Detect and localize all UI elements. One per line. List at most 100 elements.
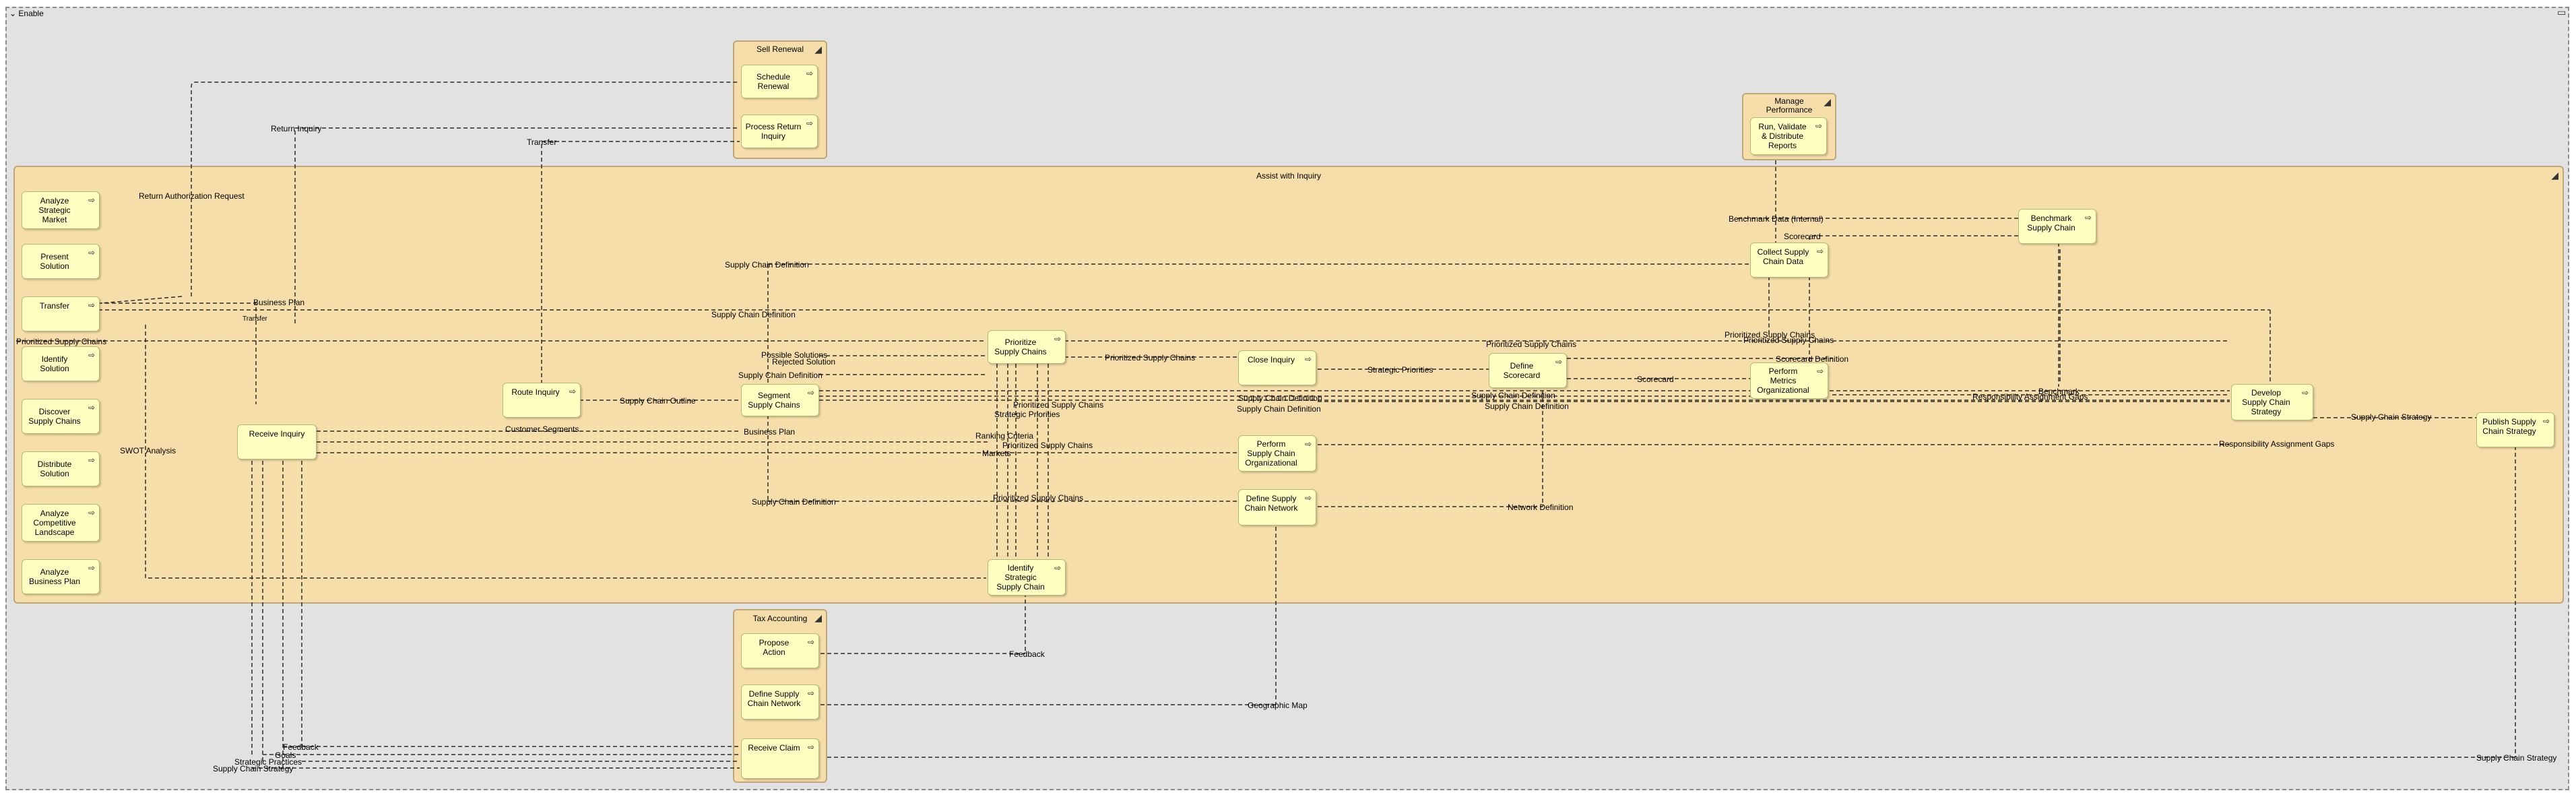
flow-label: Prioritized Supply Chains [1002, 441, 1093, 450]
flow-label: Supply Chain Definition [711, 310, 796, 319]
process-benchmark-supply-chain[interactable]: Benchmark Supply Chain ⇨ [2018, 209, 2096, 244]
process-label: Distribute Solution [37, 459, 72, 478]
process-label: Analyze Competitive Landscape [33, 509, 76, 537]
flow-label: SWOT Analysis [120, 446, 176, 455]
process-prioritize-supply-chains[interactable]: Prioritize Supply Chains ⇨ [988, 330, 1066, 364]
process-group-icon: ◢ [1824, 96, 1831, 107]
process-define-supply-chain-network[interactable]: Define Supply Chain Network ⇨ [1238, 489, 1316, 525]
process-analyze-business-plan[interactable]: Analyze Business Plan ⇨ [22, 559, 100, 594]
flow-label: Possible Solutions [761, 350, 828, 360]
flow-label: Supply Chain Definition [1471, 391, 1555, 400]
process-close-inquiry[interactable]: Close Inquiry ⇨ [1238, 350, 1316, 385]
process-perform-supply-chain-organizational[interactable]: Perform Supply Chain Organizational ⇨ [1238, 435, 1316, 472]
process-arrow-icon: ⇨ [88, 350, 95, 360]
process-arrow-icon: ⇨ [2084, 213, 2092, 222]
process-label: Discover Supply Chains [28, 407, 81, 426]
process-arrow-icon: ⇨ [88, 248, 95, 257]
folder-icon: ▭ [2557, 7, 2567, 18]
flow-label: Customer Segments [505, 424, 579, 434]
flow-label: Strategic Practices [234, 757, 302, 767]
process-arrow-icon: ⇨ [806, 69, 813, 78]
process-label: Receive Inquiry [249, 429, 305, 439]
process-label: Process Return Inquiry [745, 122, 802, 141]
process-label: Run, Validate & Distribute Reports [1758, 122, 1807, 150]
flow-label: Prioritized Supply Chains [1013, 400, 1104, 410]
process-process-return-inquiry[interactable]: Process Return Inquiry ⇨ [741, 115, 818, 148]
process-schedule-renewal[interactable]: Schedule Renewal ⇨ [741, 65, 818, 98]
flow-label: Return Authorization Request [139, 191, 245, 201]
process-perform-metrics-organizational[interactable]: Perform Metrics Organizational ⇨ [1750, 362, 1828, 399]
process-analyze-competitive-landscape[interactable]: Analyze Competitive Landscape ⇨ [22, 504, 100, 542]
flow-label: Supply Chain Outline [620, 396, 696, 406]
flow-label: Supply Chain Definition [1237, 404, 1321, 414]
process-arrow-icon: ⇨ [88, 455, 95, 465]
flow-label: Strategic Priorities [994, 410, 1060, 419]
process-arrow-icon: ⇨ [807, 689, 814, 698]
flow-label: Supply Chain Strategy [213, 764, 294, 773]
process-arrow-icon: ⇨ [1815, 121, 1822, 131]
flow-label: Feedback [1009, 649, 1045, 659]
process-collect-supply-chain-data[interactable]: Collect Supply Chain Data ⇨ [1750, 243, 1828, 278]
process-label: Present Solution [40, 252, 69, 271]
connector [294, 127, 740, 323]
process-label: Schedule Renewal [756, 72, 791, 91]
process-arrow-icon: ⇨ [88, 195, 95, 205]
process-label: Route Inquiry [511, 387, 560, 397]
process-distribute-solution[interactable]: Distribute Solution ⇨ [22, 451, 100, 486]
process-label: Benchmark Supply Chain [2027, 214, 2075, 232]
flow-label: Responsibility Assignment Gaps [2219, 439, 2335, 449]
process-develop-supply-chain-strategy[interactable]: Develop Supply Chain Strategy ⇨ [2231, 384, 2313, 420]
process-arrow-icon: ⇨ [2542, 416, 2550, 426]
process-publish-supply-chain-strategy[interactable]: Publish Supply Chain Strategy ⇨ [2476, 412, 2554, 447]
flow-label: Transfer [527, 137, 557, 147]
process-arrow-icon: ⇨ [1555, 357, 1562, 366]
flow-label: Supply Chain Definition [738, 371, 823, 380]
process-segment-supply-chains[interactable]: Segment Supply Chains ⇨ [741, 384, 819, 416]
process-label: Develop Supply Chain Strategy [2242, 388, 2290, 416]
process-label: Perform Supply Chain Organizational [1245, 439, 1297, 468]
flow-label: Prioritized Supply Chains [1105, 353, 1196, 362]
process-present-solution[interactable]: Present Solution ⇨ [22, 244, 100, 279]
process-receive-inquiry[interactable]: Receive Inquiry [237, 424, 317, 459]
flow-label: Return Inquiry [271, 124, 322, 133]
process-arrow-icon: ⇨ [807, 637, 814, 647]
process-label: Define Scorecard [1503, 361, 1541, 380]
flow-label: Supply Chain Definition [752, 497, 836, 507]
flow-label: Supply Chain Strategy [2476, 753, 2557, 763]
flow-label: Supply Chain Definition [1238, 393, 1322, 403]
connector [98, 302, 257, 404]
process-run-validate-reports[interactable]: Run, Validate & Distribute Reports ⇨ [1750, 117, 1827, 155]
process-arrow-icon: ⇨ [807, 388, 814, 397]
process-transfer[interactable]: Transfer ⇨ [22, 296, 100, 331]
process-identify-solution[interactable]: Identify Solution ⇨ [22, 346, 100, 381]
flow-label: Prioritized Supply Chains [1725, 330, 1815, 340]
process-analyze-strategic-market[interactable]: Analyze Strategic Market ⇨ [22, 191, 100, 229]
process-define-supply-chain-network-tax[interactable]: Define Supply Chain Network ⇨ [741, 684, 819, 720]
process-identify-strategic-supply-chain[interactable]: Identify Strategic Supply Chain ⇨ [988, 559, 1066, 596]
process-route-inquiry[interactable]: Route Inquiry ⇨ [503, 383, 581, 418]
process-label: Publish Supply Chain Strategy [2482, 417, 2536, 436]
process-define-scorecard[interactable]: Define Scorecard ⇨ [1489, 353, 1567, 388]
flow-label: Benchmark Data (Internal) [1729, 214, 1824, 224]
process-arrow-icon: ⇨ [806, 119, 813, 128]
process-arrow-icon: ⇨ [2301, 388, 2309, 397]
process-label: Define Supply Chain Network [1244, 494, 1298, 513]
process-arrow-icon: ⇨ [1816, 366, 1824, 376]
process-discover-supply-chains[interactable]: Discover Supply Chains ⇨ [22, 399, 100, 434]
process-propose-action[interactable]: Propose Action ⇨ [741, 633, 819, 668]
flow-label: Goals [275, 751, 296, 760]
process-arrow-icon: ⇨ [807, 742, 814, 752]
process-arrow-icon: ⇨ [1304, 493, 1312, 503]
connector [145, 325, 986, 579]
process-label: Identify Strategic Supply Chain [996, 563, 1045, 592]
flow-label: Prioritized Supply Chains [993, 493, 1084, 503]
process-receive-claim[interactable]: Receive Claim ⇨ [741, 738, 819, 779]
process-group-icon: ◢ [814, 44, 822, 55]
collapse-icon[interactable]: ⌄ [9, 9, 17, 18]
flow-label: Prioritized Supply Chains [16, 337, 107, 346]
flow-label: Scorecard [1637, 375, 1674, 384]
process-group-icon: ◢ [814, 612, 822, 623]
flow-label: Ranking Criteria [975, 431, 1034, 441]
